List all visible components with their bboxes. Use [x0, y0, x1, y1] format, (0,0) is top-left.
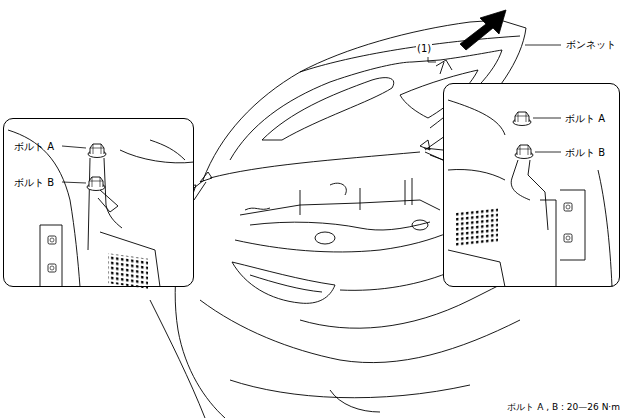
grille-panel: [456, 208, 498, 246]
bolt-symbol: [88, 144, 106, 158]
bumper: [200, 300, 520, 363]
body-panel: [100, 140, 185, 287]
bolt-symbol: [564, 203, 572, 211]
label-leader: [533, 118, 561, 152]
engine: [240, 200, 440, 215]
callout-number: (1): [416, 43, 432, 55]
open-arrow: [460, 10, 506, 50]
bumper: [230, 380, 470, 398]
engine: [300, 178, 412, 215]
part-label: ボルト B: [14, 177, 54, 189]
label-leader: [62, 146, 86, 183]
body-panel: [8, 130, 80, 287]
bolt-symbol: [513, 112, 531, 126]
bumper: [330, 390, 380, 412]
hood-inner-frame: [262, 78, 394, 140]
detail-inset: ボルト A ボルト B: [3, 118, 194, 287]
detail-inset: ボルト A ボルト B: [443, 83, 620, 287]
bolt-symbol: [564, 234, 572, 242]
hinge: [200, 140, 430, 182]
left-inset-drawing: [8, 130, 194, 289]
cowl-line: [210, 152, 420, 178]
body-panel: [120, 150, 194, 163]
body-panel: [448, 100, 505, 180]
part-label: ボンネット: [565, 39, 617, 51]
part-leader: [525, 45, 561, 46]
hinge-arm: [540, 200, 556, 287]
hinge-arm: [511, 160, 548, 230]
part-label: ボルト B: [565, 147, 605, 159]
bumper: [150, 300, 205, 418]
engine: [250, 222, 430, 230]
headlight-left: [250, 275, 322, 292]
bolt-symbol: [87, 177, 105, 191]
part-label: ボルト A: [565, 113, 605, 125]
engine-cap: [315, 232, 335, 244]
grille-panel: [108, 253, 148, 289]
bolt-symbol: [48, 264, 56, 272]
headlight-left: [232, 262, 335, 303]
callout-leader: [428, 57, 436, 62]
body-panel: [40, 225, 62, 287]
right-inset-drawing: [448, 100, 612, 287]
engine: [245, 183, 346, 210]
hinge-arm: [98, 190, 118, 212]
hood-mark: [436, 60, 452, 74]
body-panel: [560, 190, 585, 260]
part-label: ボルト A: [14, 141, 54, 153]
inset-leader: [194, 180, 206, 200]
hood-front-edge: [300, 36, 520, 72]
engine-cap: [412, 220, 428, 230]
inset-background: [3, 118, 194, 287]
hinge-arm: [88, 158, 122, 250]
torque-note: ボルト A , B : 20—26 N·m: [506, 402, 621, 412]
body-panel: [448, 170, 612, 287]
bolt-symbol: [48, 236, 56, 244]
grille: [340, 270, 455, 290]
bolt-symbol: [515, 145, 533, 159]
inset-leader: [424, 148, 443, 160]
inset-background: [443, 83, 620, 287]
engine: [235, 232, 450, 252]
